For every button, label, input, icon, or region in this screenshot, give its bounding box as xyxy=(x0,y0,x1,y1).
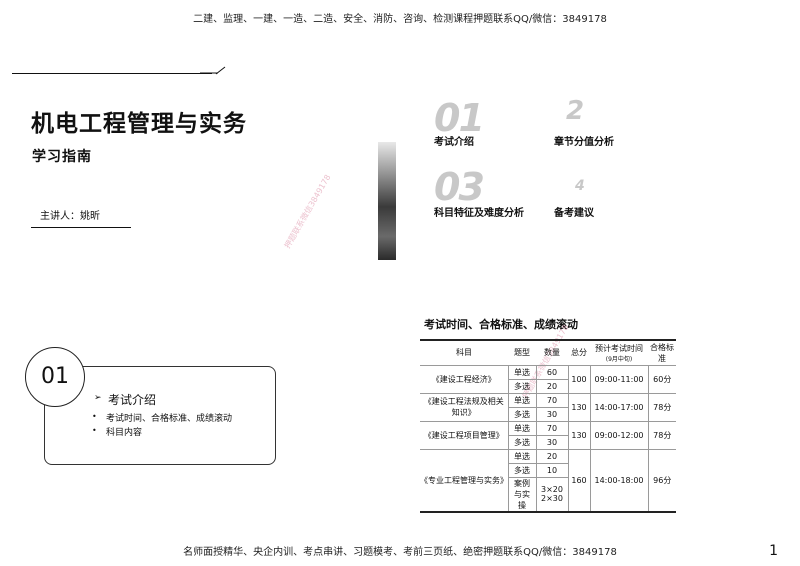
table-cell-total: 130 xyxy=(567,421,590,450)
table-cell-subject: 《建设工程经济》 xyxy=(420,365,508,394)
toc-item-subject-analysis: 科目特征及难度分析 xyxy=(434,208,524,219)
cover-title: 机电工程管理与实务 xyxy=(31,111,247,137)
table-cell-count: 30 xyxy=(535,435,568,450)
header-subject: 科目 xyxy=(420,339,508,366)
table-cell-type: 多选 xyxy=(507,407,536,422)
table-cell-time: 14:00-17:00 xyxy=(589,393,648,422)
table-cell-count: 20 xyxy=(535,379,568,394)
toc-item-prep-advice: 备考建议 xyxy=(554,208,594,219)
table-cell-pass: 60分 xyxy=(647,365,676,394)
table-cell-type: 多选 xyxy=(507,435,536,450)
table-cell-count: 3×20 2×30 xyxy=(535,477,568,513)
header-total: 总分 xyxy=(568,339,590,366)
header-pass: 合格标准 xyxy=(648,339,676,366)
presenter-underline xyxy=(31,227,131,228)
table-cell-count: 20 xyxy=(535,449,568,464)
header-type: 题型 xyxy=(508,339,536,366)
table-cell-type: 多选 xyxy=(507,379,536,394)
table-cell-total: 100 xyxy=(567,365,590,394)
table-cell-count: 60 xyxy=(535,365,568,380)
bullet-icon: • xyxy=(92,426,97,435)
table-cell-subject: 《建设工程项目管理》 xyxy=(420,421,508,450)
watermark: 押题联系微信3849178 xyxy=(282,173,333,250)
header-time: 预计考试时间(9月中旬) xyxy=(590,339,648,366)
cover-subtitle: 学习指南 xyxy=(32,149,92,165)
table-cell-time: 09:00-12:00 xyxy=(589,421,648,450)
page-number: 1 xyxy=(769,543,778,559)
table-cell-pass: 96分 xyxy=(647,449,676,513)
header-count: 数量 xyxy=(536,339,568,366)
table-cell-time: 09:00-11:00 xyxy=(589,365,648,394)
table-cell-type: 单选 xyxy=(507,421,536,436)
toc-number-01: 01 xyxy=(434,96,485,140)
exam-table-title: 考试时间、合格标准、成绩滚动 xyxy=(424,318,578,331)
table-cell-type: 单选 xyxy=(507,365,536,380)
table-cell-pass: 78分 xyxy=(647,393,676,422)
table-cell-pass: 78分 xyxy=(647,421,676,450)
table-cell-count: 70 xyxy=(535,393,568,408)
page-header-text: 二建、监理、一建、一造、二造、安全、消防、咨询、检测课程押题联系QQ/微信：38… xyxy=(193,14,607,25)
decorative-slash xyxy=(200,66,226,75)
section-title: 考试介绍 xyxy=(108,393,157,407)
toc-number-04: 4 xyxy=(575,178,585,194)
table-cell-type: 案例与实操 xyxy=(507,477,536,513)
exam-table: 科目 题型 数量 总分 预计考试时间(9月中旬) 合格标准 《建设工程经济》 单… xyxy=(420,339,676,513)
decorative-rule xyxy=(12,73,212,74)
section-item: 科目内容 xyxy=(106,428,143,438)
table-cell-count: 70 xyxy=(535,421,568,436)
section-item: 考试时间、合格标准、成绩滚动 xyxy=(106,414,233,424)
table-cell-count: 10 xyxy=(535,463,568,478)
presenter-name: 主讲人：姚昕 xyxy=(40,211,100,222)
table-cell-type: 单选 xyxy=(507,449,536,464)
table-cell-type: 单选 xyxy=(507,393,536,408)
table-cell-total: 160 xyxy=(567,449,590,513)
table-cell-total: 130 xyxy=(567,393,590,422)
table-cell-count: 30 xyxy=(535,407,568,422)
table-cell-subject: 《建设工程法规及相关知识》 xyxy=(420,393,508,422)
arrow-icon: ➢ xyxy=(94,393,102,403)
table-cell-time: 14:00-18:00 xyxy=(589,449,648,513)
toc-number-02: 2 xyxy=(566,96,584,126)
section-number-badge: 01 xyxy=(25,347,85,407)
page-footer-text: 名师面授精华、央企内训、考点串讲、习题模考、考前三页纸、绝密押题联系QQ/微信：… xyxy=(183,547,617,558)
toc-item-exam-intro: 考试介绍 xyxy=(434,137,474,148)
toc-number-03: 03 xyxy=(434,165,485,209)
cover-photo xyxy=(378,142,396,260)
table-cell-type: 多选 xyxy=(507,463,536,478)
toc-item-chapter-scores: 章节分值分析 xyxy=(554,137,614,148)
table-cell-subject: 《专业工程管理与实务》 xyxy=(420,449,508,513)
bullet-icon: • xyxy=(92,412,97,421)
